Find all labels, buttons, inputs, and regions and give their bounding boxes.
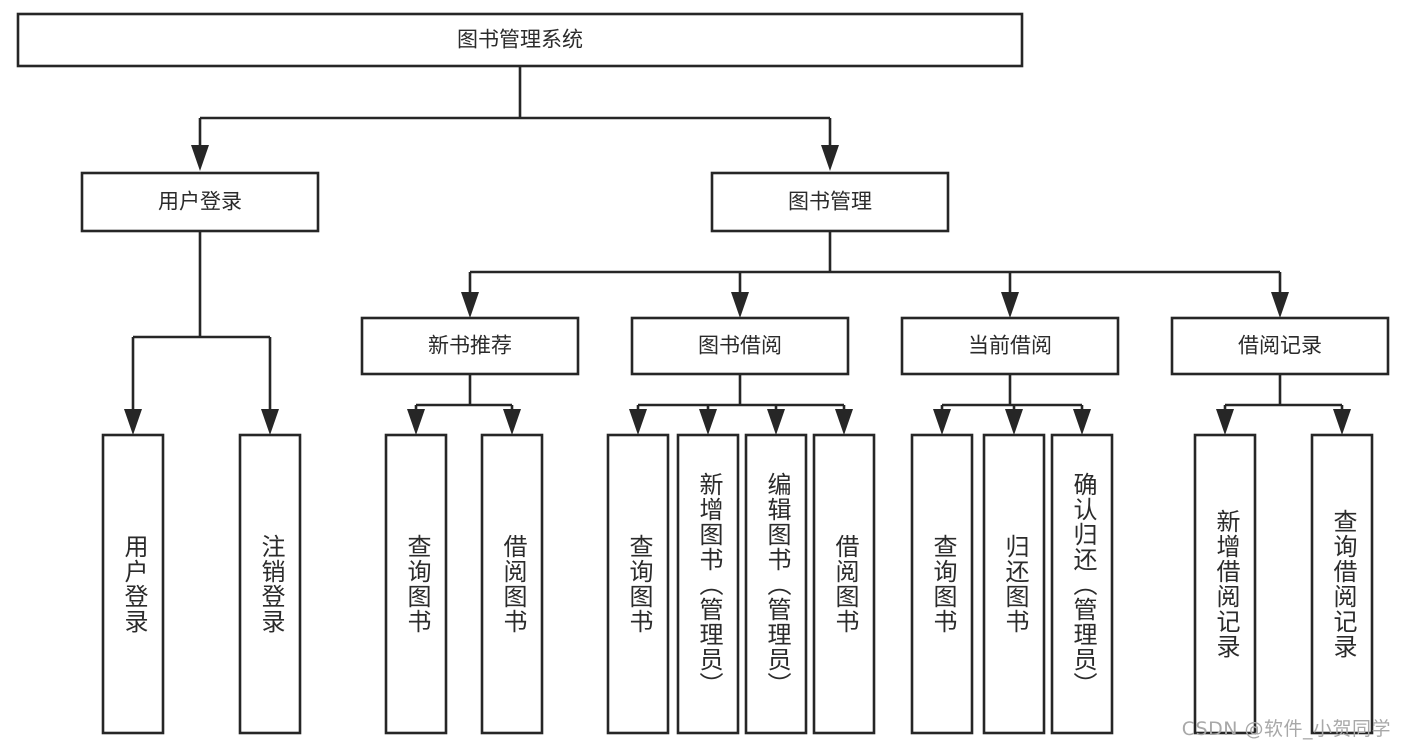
leaf-box-query-borrow-record[interactable] [1310, 433, 1374, 735]
node-root-system[interactable]: 图书管理系统 [16, 12, 1024, 68]
leaf-box-add-book-admin[interactable] [676, 433, 740, 735]
arrowhead-bookborrow-to-leaf3 [767, 409, 785, 435]
node-book-manage-label: 图书管理 [788, 191, 872, 214]
node-borrow-records-box[interactable] [1170, 316, 1390, 376]
edge-group-user-login [124, 231, 279, 435]
arrowhead-bookmanage-to-records [1271, 292, 1289, 318]
leaf-box-return-book[interactable] [982, 433, 1046, 735]
leaf-box-edit-book-admin[interactable] [744, 433, 808, 735]
node-root-label: 图书管理系统 [457, 29, 583, 52]
node-book-manage-box[interactable] [710, 171, 950, 233]
node-current-borrow[interactable]: 当前借阅 [900, 316, 1120, 376]
arrowhead-root-to-user-login [191, 145, 209, 171]
arrowhead-bookmanage-to-borrow [731, 292, 749, 318]
edge-group-root [191, 66, 839, 171]
node-book-borrow[interactable]: 图书借阅 [630, 316, 850, 376]
edge-group-book-manage [461, 231, 1289, 318]
leaf-box-query-book-new[interactable] [384, 433, 448, 735]
arrowhead-currentborrow-to-leaf3 [1073, 409, 1091, 435]
node-borrow-records[interactable]: 借阅记录 [1170, 316, 1390, 376]
arrowhead-newbook-to-leaf2 [503, 409, 521, 435]
node-book-borrow-box[interactable] [630, 316, 850, 376]
edge-group-current-borrow [933, 374, 1091, 435]
node-new-book-recommend-box[interactable] [360, 316, 580, 376]
arrowhead-userlogin-to-leaf1 [124, 409, 142, 435]
node-book-manage[interactable]: 图书管理 [710, 171, 950, 233]
arrowhead-borrowrecords-to-leaf1 [1216, 409, 1234, 435]
arrowhead-bookborrow-to-leaf2 [699, 409, 717, 435]
edge-group-new-book [407, 374, 521, 435]
arrowhead-userlogin-to-leaf2 [261, 409, 279, 435]
arrowhead-borrowrecords-to-leaf2 [1333, 409, 1351, 435]
node-current-borrow-box[interactable] [900, 316, 1120, 376]
leaf-box-user-login[interactable] [101, 433, 165, 735]
arrowhead-root-to-book-manage [821, 145, 839, 171]
arrowhead-bookborrow-to-leaf4 [835, 409, 853, 435]
node-book-borrow-label: 图书借阅 [698, 335, 782, 358]
leaf-box-query-book-borrow[interactable] [606, 433, 670, 735]
leaf-box-query-book-current[interactable] [910, 433, 974, 735]
node-user-login[interactable]: 用户登录 [80, 171, 320, 233]
arrowhead-bookmanage-to-newbook [461, 292, 479, 318]
leaf-box-logout-login[interactable] [238, 433, 302, 735]
edge-group-borrow-records [1216, 374, 1351, 435]
node-new-book-recommend[interactable]: 新书推荐 [360, 316, 580, 376]
node-user-login-box[interactable] [80, 171, 320, 233]
arrowhead-bookmanage-to-current [1001, 292, 1019, 318]
node-current-borrow-label: 当前借阅 [968, 335, 1052, 358]
leaf-box-confirm-return-admin[interactable] [1050, 433, 1114, 735]
node-root-box[interactable] [16, 12, 1024, 68]
leaf-box-borrow-book-new[interactable] [480, 433, 544, 735]
csdn-watermark: CSDN @软件_小贺同学 [1181, 718, 1391, 740]
leaf-box-add-borrow-record[interactable] [1193, 433, 1257, 735]
node-new-book-recommend-label: 新书推荐 [428, 335, 512, 358]
arrowhead-currentborrow-to-leaf1 [933, 409, 951, 435]
node-user-login-label: 用户登录 [158, 191, 242, 214]
leaf-box-group [101, 433, 1374, 735]
arrowhead-newbook-to-leaf1 [407, 409, 425, 435]
arrowhead-currentborrow-to-leaf2 [1005, 409, 1023, 435]
edge-group-book-borrow [629, 374, 853, 435]
leaf-box-borrow-book[interactable] [812, 433, 876, 735]
arrowhead-bookborrow-to-leaf1 [629, 409, 647, 435]
node-borrow-records-label: 借阅记录 [1238, 335, 1322, 358]
